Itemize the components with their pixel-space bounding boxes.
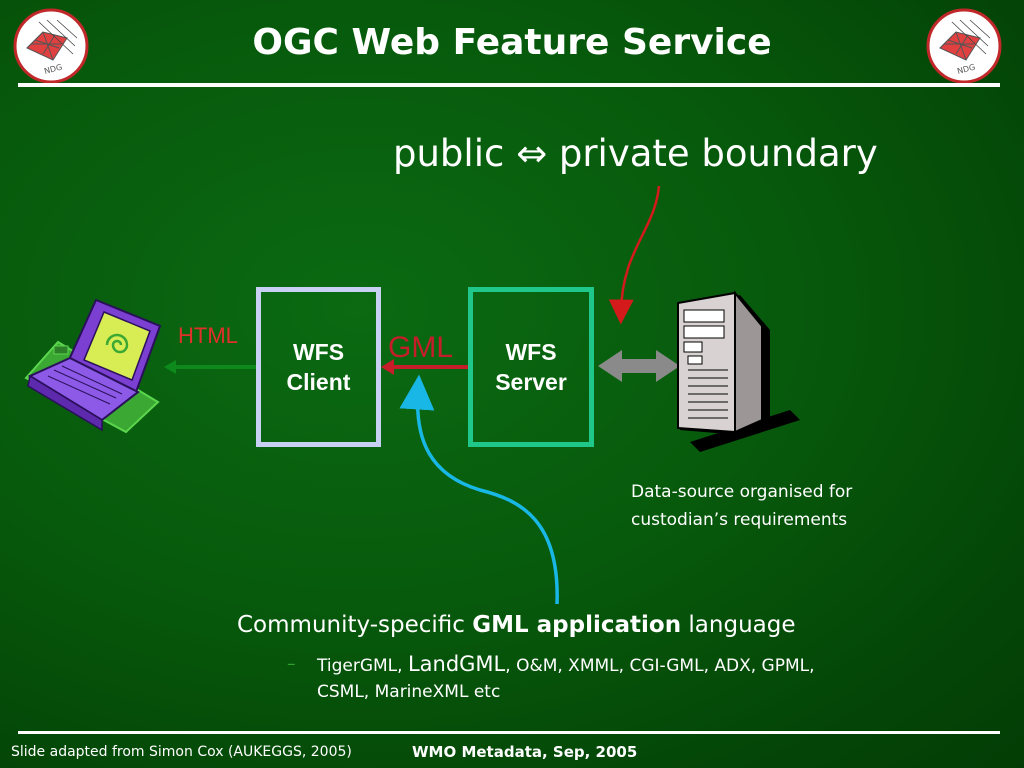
server-tower-icon [677, 290, 800, 452]
footer-event: WMO Metadata, Sep, 2005 [412, 743, 638, 761]
wfs-server-line1: WFS [505, 339, 557, 365]
boundary-arrow [608, 185, 661, 325]
gml-label: GML [388, 331, 454, 364]
data-source-line1: Data-source organised for [631, 482, 853, 502]
community-bold: GML application [472, 612, 682, 638]
examples-landgml: LandGML [407, 652, 506, 676]
wfs-server-box: WFS Server [468, 287, 594, 447]
examples-bullet: – TigerGML, LandGML, O&M, XMML, CGI-GML,… [287, 651, 857, 711]
laptop-icon [24, 298, 162, 434]
title-divider [18, 83, 1000, 87]
footer-credit: Slide adapted from Simon Cox (AUKEGGS, 2… [11, 744, 352, 760]
examples-part1: TigerGML, [317, 656, 408, 676]
wfs-client-box: WFS Client [256, 287, 381, 447]
double-arrow-icon [598, 350, 680, 382]
footer-divider [18, 731, 1000, 734]
ndg-logo-right-icon: NDG [926, 8, 1002, 84]
data-source-caption: Data-source organised for custodian’s re… [631, 478, 852, 534]
wfs-client-line1: WFS [292, 339, 345, 365]
wfs-server-line2: Server [495, 369, 567, 395]
boundary-label: public ⇔ private boundary [393, 132, 878, 175]
bullet-dash: – [287, 654, 296, 674]
community-prefix: Community-specific [237, 612, 473, 638]
ndg-logo-left-icon: NDG [13, 8, 89, 84]
community-suffix: language [681, 612, 796, 638]
data-source-line2: custodian’s requirements [631, 510, 848, 530]
slide-title: OGC Web Feature Service [252, 22, 772, 63]
html-label: HTML [178, 323, 238, 348]
wfs-client-line2: Client [286, 369, 351, 395]
community-arrow [399, 374, 559, 605]
community-text: Community-specific GML application langu… [237, 612, 796, 638]
examples-part2: , O&M, XMML, CGI-GML, ADX, GPML, CSML, M… [317, 656, 815, 702]
